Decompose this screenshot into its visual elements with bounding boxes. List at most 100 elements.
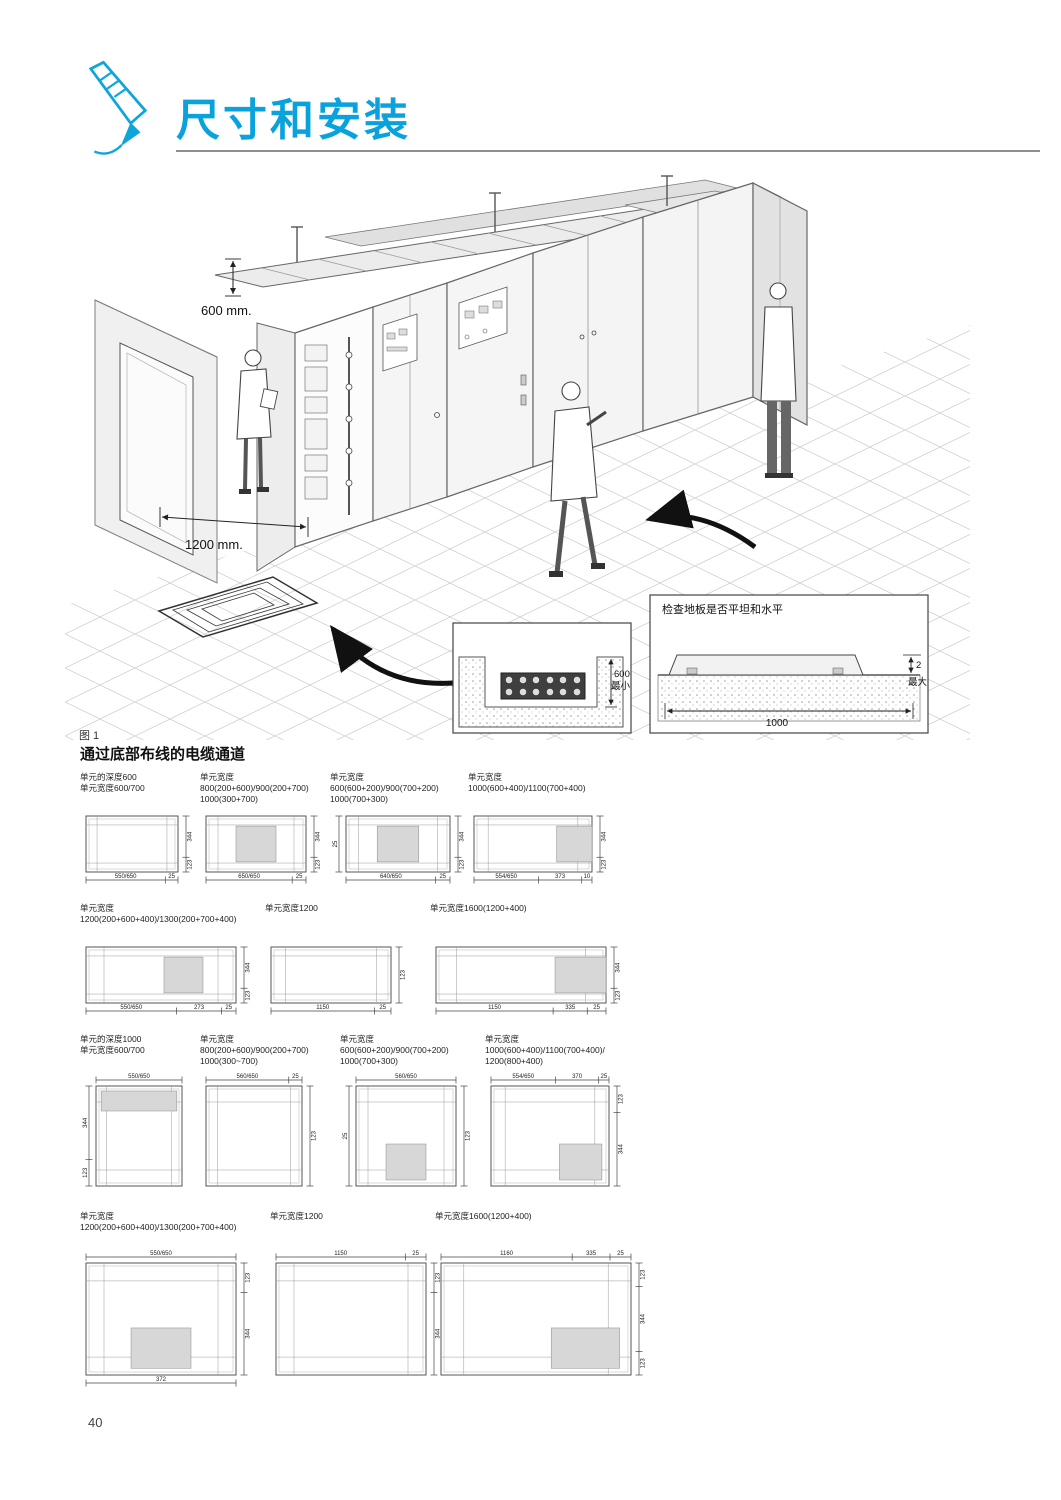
svg-text:373: 373: [555, 874, 566, 880]
diagram-label: 单元宽度1600(1200+400): [430, 903, 527, 913]
svg-text:123: 123: [246, 990, 252, 1001]
svg-text:344: 344: [83, 1117, 89, 1128]
svg-text:273: 273: [194, 1005, 205, 1011]
svg-text:25: 25: [600, 1074, 607, 1080]
scribe-tool-icon: [88, 60, 148, 155]
flatness-qualifier: 最大: [908, 676, 928, 688]
svg-text:640/650: 640/650: [380, 874, 402, 880]
pit-depth-qualifier: 最小: [611, 681, 631, 692]
figure-caption: 图 1: [79, 730, 100, 742]
svg-text:25: 25: [439, 874, 446, 880]
svg-text:344: 344: [602, 831, 608, 842]
svg-text:123: 123: [466, 1130, 472, 1141]
svg-text:344: 344: [619, 1144, 625, 1155]
svg-text:344: 344: [246, 1328, 252, 1339]
svg-text:554/650: 554/650: [512, 1074, 534, 1080]
svg-text:25: 25: [379, 1005, 386, 1011]
svg-text:554/650: 554/650: [495, 874, 517, 880]
svg-text:123: 123: [641, 1358, 647, 1369]
svg-text:344: 344: [460, 831, 466, 842]
flatness-value: 2: [916, 660, 921, 671]
door: [119, 342, 194, 556]
svg-text:123: 123: [316, 859, 322, 870]
diagram-label: 单元宽度1200: [270, 1211, 323, 1221]
cabinet-2: [372, 282, 448, 522]
diagram-label: 单元宽度1200: [265, 903, 318, 913]
switchgear-cabinet-row: [256, 182, 808, 572]
svg-text:25: 25: [296, 874, 303, 880]
pit-depth-value: 600: [614, 669, 630, 680]
pit-cross-section-inset: 600 最小: [452, 622, 632, 734]
clipboard: [259, 388, 279, 410]
aisle-clearance-label: 1200 mm.: [185, 537, 243, 552]
floor-pit-frame: [157, 576, 319, 638]
svg-text:335: 335: [586, 1251, 597, 1257]
svg-text:344: 344: [641, 1313, 647, 1324]
cabinet-base: [668, 654, 864, 676]
instrument-window: [382, 313, 418, 372]
callout-arrow-to-cabinet: [645, 489, 757, 550]
svg-text:344: 344: [616, 962, 622, 973]
svg-text:650/650: 650/650: [238, 874, 260, 880]
svg-text:123: 123: [312, 1130, 318, 1141]
svg-text:25: 25: [168, 874, 175, 880]
floor-inset-title: 检查地板是否平坦和水平: [662, 602, 783, 616]
page-number: 40: [88, 1415, 103, 1430]
ceiling-cable-trays: [214, 175, 766, 288]
open-cabinet: [294, 306, 374, 548]
cable-gland-plate: [500, 672, 586, 700]
cable-channel-diagram: 650/650 25 344 123: [205, 815, 322, 884]
svg-text:123: 123: [460, 859, 466, 870]
floor-width-value: 1000: [766, 718, 789, 729]
page-title: 尺寸和安装: [176, 96, 411, 145]
svg-text:123: 123: [188, 859, 194, 870]
hanger-rods: [291, 175, 673, 262]
wall-with-door: [94, 299, 218, 584]
svg-text:10: 10: [584, 874, 591, 880]
svg-text:344: 344: [246, 962, 252, 973]
svg-text:123: 123: [436, 1272, 442, 1283]
svg-text:344: 344: [316, 831, 322, 842]
svg-text:550/650: 550/650: [150, 1251, 172, 1257]
svg-text:123: 123: [619, 1094, 625, 1105]
svg-text:25: 25: [292, 1074, 299, 1080]
cabinet-3: [446, 252, 534, 498]
svg-text:372: 372: [156, 1377, 167, 1383]
svg-text:560/650: 560/650: [395, 1074, 417, 1080]
callout-arrow-to-pit: [329, 625, 454, 686]
svg-text:123: 123: [616, 990, 622, 1001]
